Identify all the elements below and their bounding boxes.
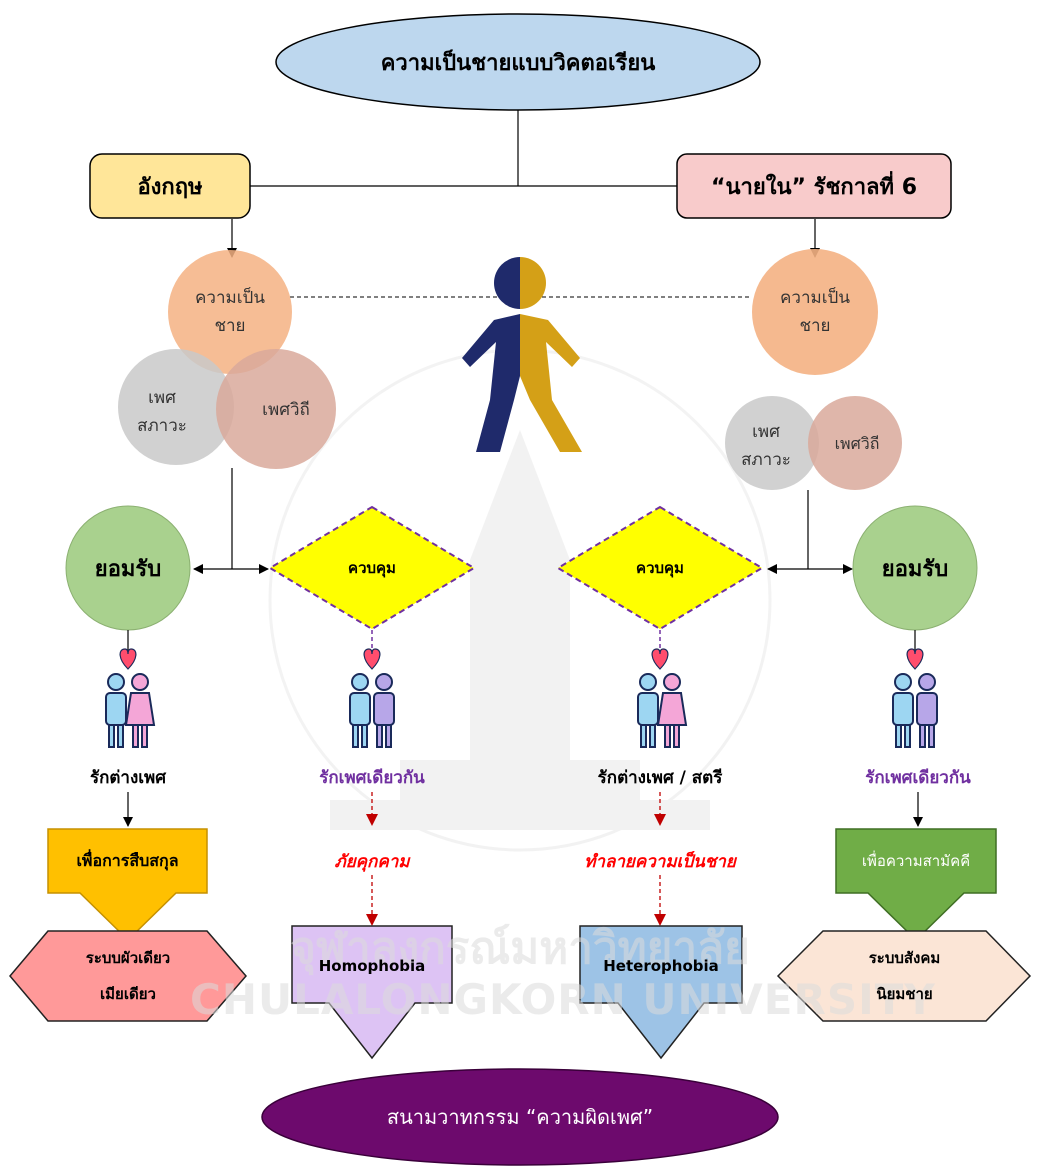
purpose-right-callout	[835, 828, 997, 942]
left-circle-masculinity	[168, 250, 292, 374]
couple-icon-4	[892, 648, 938, 748]
couple-icon-1	[105, 648, 156, 748]
left-venn-sexuality-label: เพศวิถี	[262, 400, 310, 420]
outcome-right-label: ระบบสังคม นิยมชาย	[868, 949, 941, 1003]
right-venn-masculinity-label: ความเป็น ชาย	[780, 288, 850, 336]
right-venn-gender-label: เพศ สภาวะ	[741, 422, 791, 470]
walking-figure-icon	[462, 257, 582, 452]
left-header-label: อังกฤษ	[137, 174, 203, 200]
bottom-ellipse	[261, 1068, 779, 1166]
bottom-label: สนามวาทกรรม “ความผิดเพศ”	[386, 1105, 654, 1129]
homophobia-label: Homophobia	[318, 957, 426, 975]
outcome-left-hexagon	[9, 930, 247, 1022]
purpose-left-callout	[47, 828, 208, 942]
threat-right-label: ทำลายความเป็นชาย	[560, 848, 760, 875]
heart-icon	[906, 648, 924, 670]
couple-caption-3: รักต่างเพศ / สตรี	[597, 768, 723, 788]
left-circle-gender	[118, 349, 234, 465]
control-left-diamond	[268, 505, 476, 631]
watermark-text-th: จุฬาลงกรณ์มหาวิทยาลัย	[290, 923, 750, 974]
couple-icon-3	[637, 648, 688, 748]
couple-caption-4: รักเพศเดียวกัน	[865, 768, 971, 788]
heterophobia-label: Heterophobia	[603, 957, 719, 975]
title-ellipse	[275, 13, 761, 111]
right-circle-masculinity	[752, 249, 878, 375]
threat-left-label: ภัยคุกคาม	[302, 848, 442, 875]
watermark-emblem	[268, 348, 772, 852]
left-venn-masculinity-label: ความเป็น ชาย	[195, 288, 265, 336]
purpose-right-label: เพื่อความสามัคคี	[861, 852, 971, 870]
left-circle-sexuality	[216, 349, 336, 469]
outcome-left-label: ระบบผัวเดียว เมียเดียว	[85, 949, 171, 1003]
right-circle-sexuality	[808, 396, 902, 490]
heart-icon	[363, 648, 381, 670]
control-left-label: ควบคุม	[348, 559, 396, 577]
right-header-label: “นายใน” รัชกาลที่ 6	[710, 174, 917, 200]
heart-icon	[119, 648, 137, 670]
couple-caption-2: รักเพศเดียวกัน	[319, 768, 425, 788]
left-venn-gender-label: เพศ สภาวะ	[137, 388, 187, 436]
control-right-diamond	[556, 505, 764, 631]
right-header-box	[676, 153, 952, 219]
couples-icons	[105, 648, 938, 748]
watermark-text-en: CHULALONGKORN UNIVERSITY	[190, 975, 936, 1024]
outcome-right-hexagon	[776, 930, 1032, 1022]
heterophobia-callout	[579, 925, 743, 1060]
purpose-left-label: เพื่อการสืบสกุล	[76, 850, 179, 870]
accept-right-label: ยอมรับ	[881, 556, 949, 582]
control-right-label: ควบคุม	[636, 559, 684, 577]
heart-icon	[651, 648, 669, 670]
couple-icon-2	[349, 648, 395, 748]
left-header-box	[89, 153, 251, 219]
title-label: ความเป็นชายแบบวิคตอเรียน	[380, 50, 656, 76]
couple-caption-1: รักต่างเพศ	[89, 768, 167, 788]
homophobia-callout	[291, 925, 453, 1060]
right-venn-sexuality-label: เพศวิถี	[834, 434, 880, 453]
right-circle-gender	[725, 396, 819, 490]
accept-left-label: ยอมรับ	[94, 556, 162, 582]
